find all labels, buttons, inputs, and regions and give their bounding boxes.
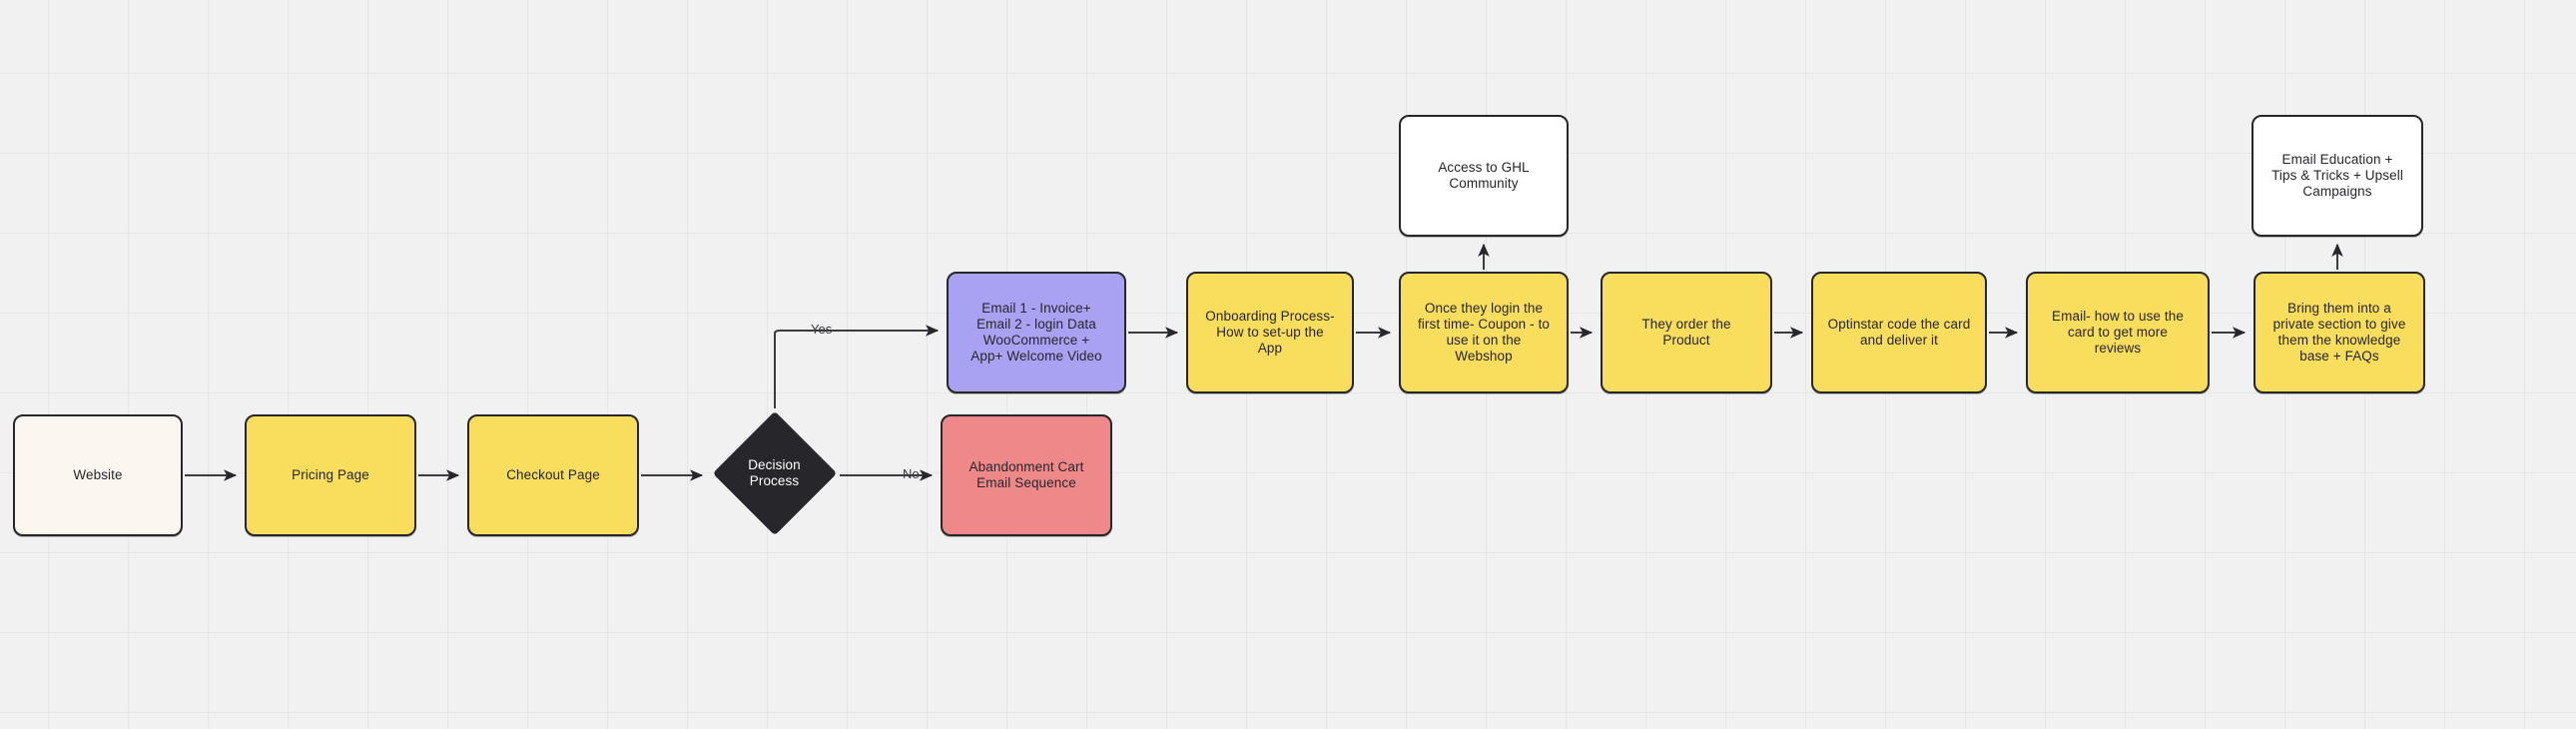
node-email-education[interactable]: Email Education + Tips & Tricks + Upsell… (2252, 115, 2423, 237)
node-optinstar-code[interactable]: Optinstar code the card and deliver it (1811, 272, 1987, 393)
node-label-decision-process: Decision Process (748, 456, 801, 488)
node-label-optinstar-code: Optinstar code the card and deliver it (1827, 317, 1971, 348)
node-email-reviews[interactable]: Email- how to use the card to get more r… (2026, 272, 2210, 393)
node-label-private-section: Bring them into a private section to giv… (2272, 301, 2406, 364)
node-ghl-community[interactable]: Access to GHL Community (1399, 115, 1569, 237)
node-website[interactable]: Website (13, 414, 183, 536)
node-label-abandonment-cart: Abandonment Cart Email Sequence (968, 459, 1084, 490)
node-private-section[interactable]: Bring them into a private section to giv… (2254, 272, 2425, 393)
node-label-website: Website (73, 467, 123, 483)
node-order-product[interactable]: They order the Product (1601, 272, 1772, 393)
node-decision-process[interactable]: Decision Process (712, 410, 837, 535)
node-abandonment-cart[interactable]: Abandonment Cart Email Sequence (941, 414, 1112, 536)
edge-decision-yes (774, 325, 940, 408)
node-label-checkout-page: Checkout Page (506, 467, 600, 483)
node-label-first-login-coupon: Once they login the first time- Coupon -… (1417, 301, 1551, 364)
node-pricing-page[interactable]: Pricing Page (245, 414, 416, 536)
node-checkout-page[interactable]: Checkout Page (467, 414, 639, 536)
node-label-ghl-community: Access to GHL Community (1438, 160, 1530, 191)
node-label-pricing-page: Pricing Page (292, 467, 369, 483)
edge-label-no[interactable]: No (903, 466, 920, 481)
node-label-email-reviews: Email- how to use the card to get more r… (2052, 309, 2184, 356)
node-label-email-sequence: Email 1 - Invoice+ Email 2 - login Data … (970, 301, 1102, 364)
node-email-sequence[interactable]: Email 1 - Invoice+ Email 2 - login Data … (947, 272, 1126, 393)
edge-label-yes[interactable]: Yes (811, 322, 833, 337)
node-label-onboarding-process: Onboarding Process- How to set-up the Ap… (1205, 309, 1335, 356)
node-label-email-education: Email Education + Tips & Tricks + Upsell… (2271, 152, 2403, 199)
node-onboarding-process[interactable]: Onboarding Process- How to set-up the Ap… (1186, 272, 1354, 393)
node-label-order-product: They order the Product (1641, 317, 1731, 348)
node-first-login-coupon[interactable]: Once they login the first time- Coupon -… (1399, 272, 1569, 393)
